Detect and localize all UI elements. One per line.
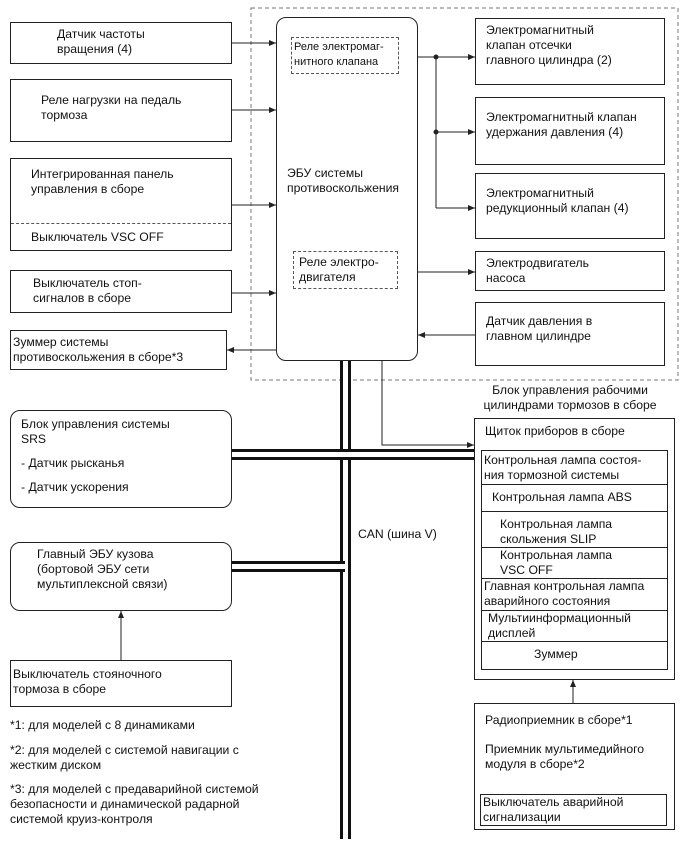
- meter-item: Главная контрольная лампа аварийного сос…: [484, 579, 645, 608]
- solenoid-relay-label: Реле электромаг- нитного клапана: [294, 41, 384, 68]
- srs-box: Блок управления системы SRS - Датчик рыс…: [10, 410, 232, 508]
- radio-label: Радиоприемник в сборе*1: [485, 713, 633, 727]
- ecu-box: ЭБУ системы противоскольжения: [276, 17, 418, 361]
- hazard-switch-label: Выключатель аварийной сигнализации: [483, 795, 624, 824]
- pump-motor-label: Электродвигатель насоса: [486, 256, 589, 285]
- body-ecu-box: Главный ЭБУ кузова (бортовой ЭБУ сети му…: [10, 542, 232, 611]
- hazard-switch-box: Выключатель аварийной сигнализации: [480, 794, 667, 826]
- stop-switch-box: Выключатель стоп- сигналов в сборе: [10, 270, 232, 313]
- meter-item: Контрольная лампа скольжения SLIP: [500, 517, 613, 546]
- cut-valve-label: Электромагнитный клапан отсечки главного…: [486, 23, 612, 67]
- meter-item: Мультиинформационный дисплей: [488, 611, 631, 640]
- ecu-title: ЭБУ системы противоскольжения: [287, 166, 399, 195]
- srs-yaw-sensor: - Датчик рысканья: [21, 456, 125, 470]
- vsc-off-switch-label: Выключатель VSC OFF: [31, 230, 164, 244]
- meter-item: Контрольная лампа VSC OFF: [500, 548, 613, 577]
- srs-accel-sensor: - Датчик ускорения: [21, 480, 129, 494]
- panel-box: Интегрированная панель управления в сбор…: [10, 158, 232, 251]
- footnote-1: *1: для моделей с 8 динамиками: [10, 718, 195, 732]
- srs-title: Блок управления системы SRS: [21, 417, 170, 446]
- actuator-label: Блок управления рабочими цилиндрами торм…: [483, 383, 657, 412]
- meter-inner: Контрольная лампа состоя- ния тормозной …: [481, 450, 668, 670]
- meter-item: Контрольная лампа состоя- ния тормозной …: [484, 453, 642, 482]
- cut-valve-box: Электромагнитный клапан отсечки главного…: [475, 18, 665, 85]
- speed-sensor-label: Датчик частоты вращения (4): [57, 27, 145, 56]
- pressure-sensor-label: Датчик давления в главном цилиндре: [486, 314, 593, 343]
- stop-relay-box: Реле нагрузки на педаль тормоза: [10, 79, 232, 142]
- stop-switch-label: Выключатель стоп- сигналов в сборе: [33, 276, 142, 305]
- body-ecu-label: Главный ЭБУ кузова (бортовой ЭБУ сети му…: [37, 547, 168, 591]
- meter-title: Щиток приборов в сборе: [485, 424, 625, 438]
- buzzer-box: Зуммер системы противоскольжения в сборе…: [10, 330, 227, 370]
- actuator-boundary: [250, 7, 679, 381]
- pressure-sensor-box: Датчик давления в главном цилиндре: [475, 302, 665, 366]
- panel-divider: [11, 223, 231, 224]
- panel-label: Интегрированная панель управления в сбор…: [31, 167, 174, 196]
- motor-relay-label: Реле электро- двигателя: [299, 255, 379, 284]
- reduce-valve-box: Электромагнитный редукционный клапан (4): [475, 173, 665, 239]
- multimedia-label: Приемник мультимедийного модуля в сборе*…: [485, 742, 645, 771]
- stop-relay-label: Реле нагрузки на педаль тормоза: [41, 93, 182, 122]
- speed-sensor-box: Датчик частоты вращения (4): [10, 22, 232, 64]
- footnote-2: *2: для моделей с системой навигации с ж…: [10, 743, 239, 772]
- motor-relay-box: Реле электро- двигателя: [293, 251, 398, 289]
- can-bus: [232, 361, 476, 839]
- reduce-valve-label: Электромагнитный редукционный клапан (4): [486, 186, 629, 215]
- pump-motor-box: Электродвигатель насоса: [475, 251, 665, 291]
- hold-valve-label: Электромагнитный клапан удержания давлен…: [486, 110, 637, 139]
- parking-switch-box: Выключатель стояночного тормоза в сборе: [10, 660, 232, 707]
- meter-item: Зуммер: [534, 647, 578, 661]
- buzzer-label: Зуммер системы противоскольжения в сборе…: [13, 335, 184, 364]
- footnote-3: *3: для моделей с предаварийной системой…: [10, 782, 259, 826]
- hold-valve-box: Электромагнитный клапан удержания давлен…: [475, 97, 665, 165]
- can-label: CAN (шина V): [358, 527, 437, 541]
- arrow-ecu-meter: [381, 361, 474, 448]
- solenoid-relay-box: Реле электромаг- нитного клапана: [291, 37, 399, 74]
- parking-switch-label: Выключатель стояночного тормоза в сборе: [13, 667, 162, 696]
- meter-item: Контрольная лампа ABS: [492, 490, 632, 504]
